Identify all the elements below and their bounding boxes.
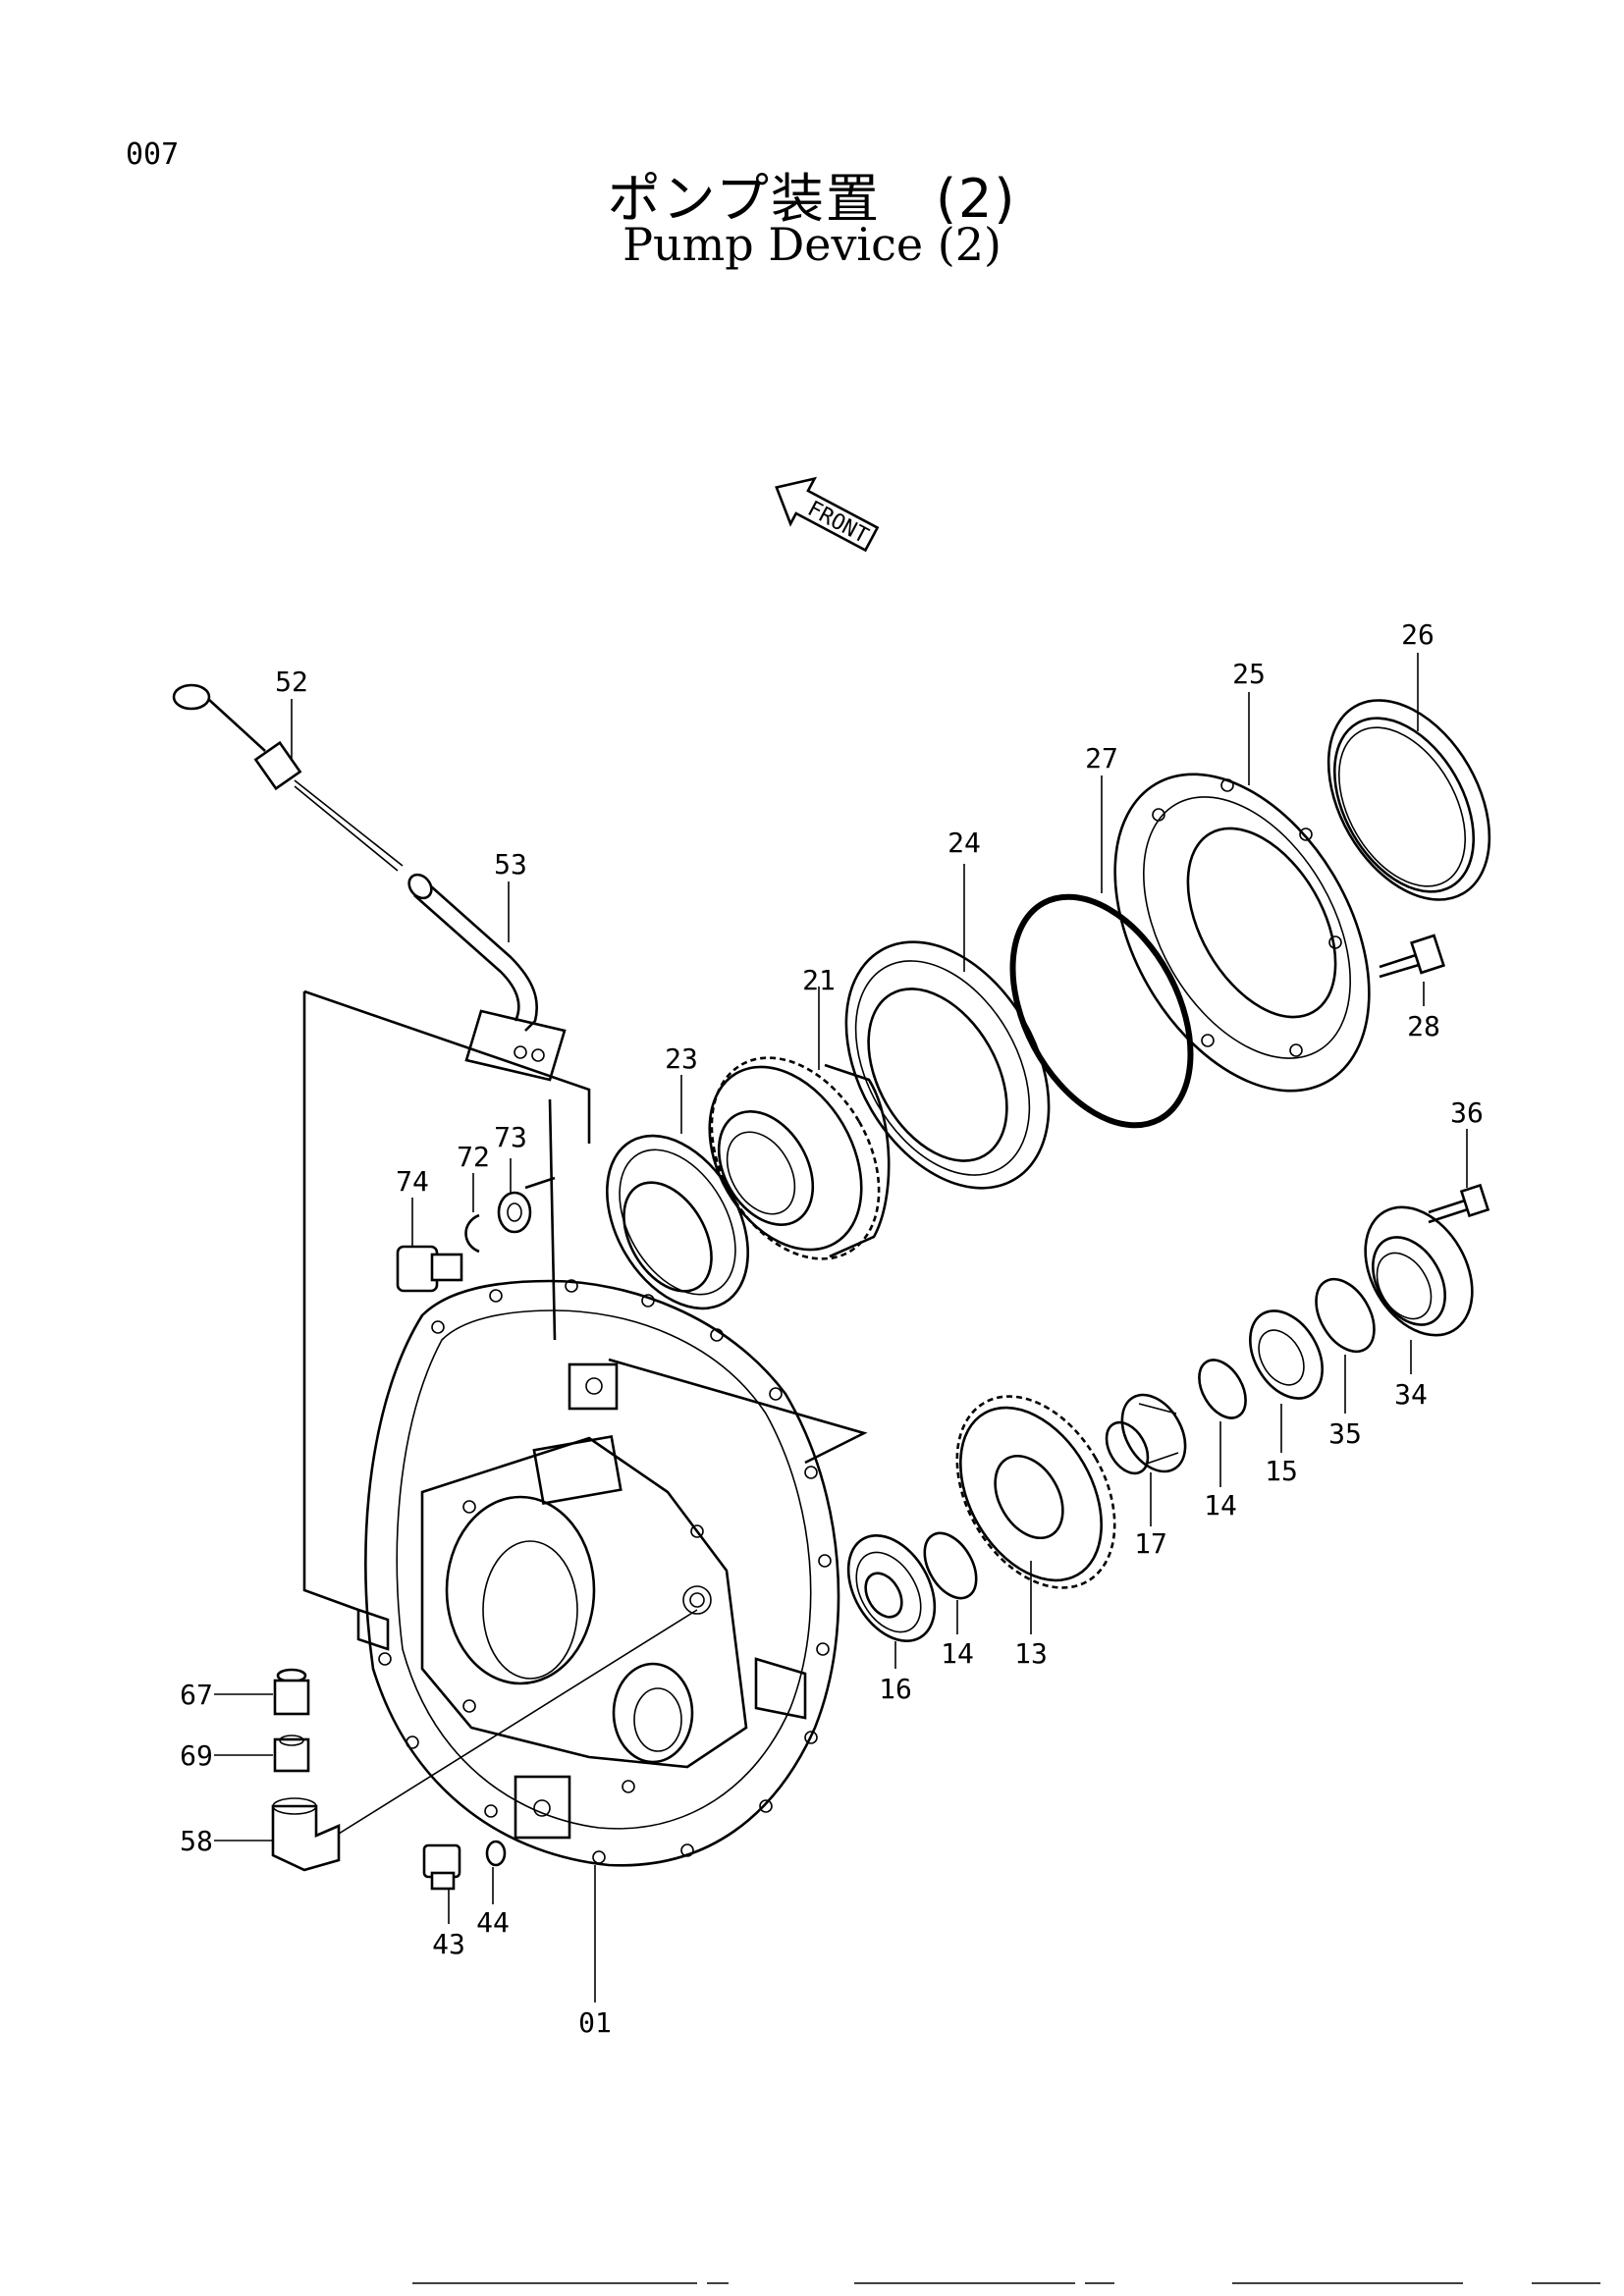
callout-53: 53 <box>494 848 527 881</box>
housing-part <box>356 1279 840 1867</box>
callout-16: 16 <box>879 1673 912 1705</box>
callout-labels: 52 53 26 25 27 24 21 23 28 36 74 72 73 3… <box>180 618 1484 2039</box>
callout-52: 52 <box>275 666 308 698</box>
mounting-leader-lines <box>302 989 868 1612</box>
washer-73-part <box>497 1191 532 1234</box>
bearing-16-part <box>846 1533 937 1643</box>
bolt-36-part <box>1428 1183 1490 1224</box>
callout-73: 73 <box>494 1121 527 1153</box>
callout-36: 36 <box>1450 1096 1484 1129</box>
callout-01: 01 <box>578 2006 612 2039</box>
o-ring-27-part <box>1009 893 1194 1129</box>
plug-74-part <box>396 1245 463 1293</box>
callout-21: 21 <box>802 964 836 996</box>
callout-23: 23 <box>665 1042 698 1075</box>
callout-58: 58 <box>180 1825 213 1857</box>
retaining-ring-72-part <box>464 1213 480 1254</box>
oil-seal-26-part <box>1326 699 1491 901</box>
fitting-67-part <box>273 1668 310 1716</box>
elbow-58-part <box>271 1609 698 1872</box>
bolt-28-part <box>1379 934 1445 979</box>
guide-tube-part <box>407 873 567 1082</box>
cover-34-part <box>1364 1205 1474 1337</box>
callout-24: 24 <box>947 827 981 859</box>
shaft-17-part <box>1105 1393 1187 1475</box>
callout-26: 26 <box>1401 618 1435 651</box>
fitting-69-part <box>273 1735 310 1773</box>
callout-13: 13 <box>1014 1637 1048 1670</box>
gear-13-part <box>955 1395 1116 1589</box>
callout-72: 72 <box>457 1141 490 1173</box>
callout-27: 27 <box>1085 742 1118 774</box>
front-arrow: FRONT <box>775 476 880 553</box>
callout-15: 15 <box>1265 1455 1298 1487</box>
callout-14-upper: 14 <box>1204 1489 1237 1522</box>
page-number: 007 <box>126 137 180 172</box>
callout-35: 35 <box>1328 1417 1362 1450</box>
o-ring-44-part <box>485 1840 507 1867</box>
callout-25: 25 <box>1232 658 1266 690</box>
snap-ring-14-upper-part <box>1198 1359 1247 1419</box>
snap-ring-14-lower-part <box>923 1531 978 1600</box>
plug-43-part <box>422 1843 461 1891</box>
callout-43: 43 <box>432 1928 465 1960</box>
callout-leader-lines <box>214 653 1468 2002</box>
bearing-cover-25-part <box>1113 773 1371 1093</box>
callout-67: 67 <box>180 1679 213 1711</box>
page-title-japanese: ポンプ装置 (2) <box>607 168 1017 230</box>
callout-28: 28 <box>1407 1010 1440 1042</box>
front-label: FRONT <box>803 497 872 549</box>
callout-17: 17 <box>1134 1527 1167 1560</box>
dipstick-part <box>172 683 404 872</box>
page-title-english: Pump Device (2) <box>623 218 1001 271</box>
callout-69: 69 <box>180 1739 213 1772</box>
bearing-23-part <box>606 1134 749 1310</box>
callout-14-lower: 14 <box>941 1637 974 1670</box>
callout-74: 74 <box>396 1165 429 1198</box>
callout-44: 44 <box>476 1906 510 1939</box>
gear-21-part <box>708 1056 891 1260</box>
bearing-15-part <box>1249 1309 1324 1400</box>
callout-34: 34 <box>1394 1378 1428 1411</box>
o-ring-35-part <box>1315 1277 1376 1354</box>
